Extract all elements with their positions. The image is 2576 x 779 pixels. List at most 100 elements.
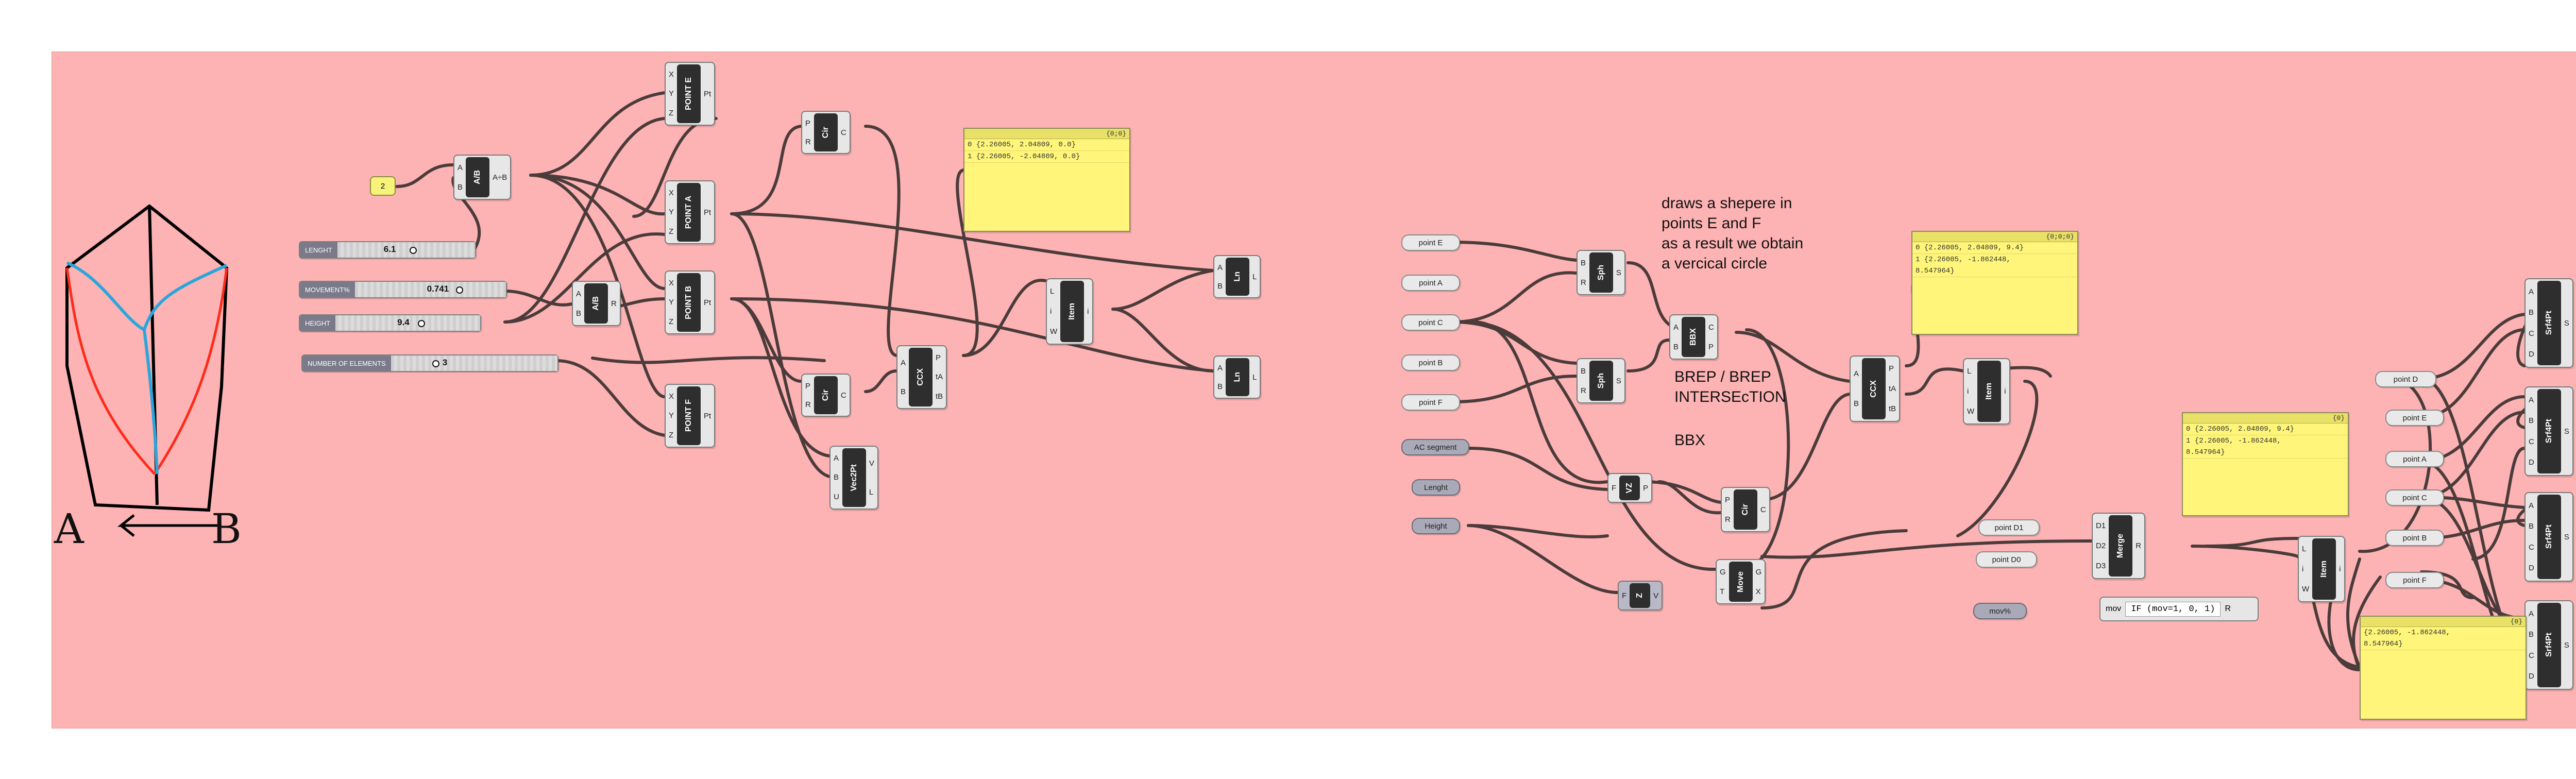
port-in[interactable]: F [1622,591,1627,600]
expression-formula[interactable]: IF (mov=1, 0, 1) [2125,601,2221,617]
port-in[interactable]: B [1217,382,1223,391]
port-in[interactable]: Z [669,430,674,439]
port-out[interactable]: C [1708,323,1714,332]
param-point-a[interactable]: point A [1401,275,1460,291]
port-in[interactable]: D [2529,672,2534,681]
port-in[interactable]: A [576,289,582,298]
port-out[interactable]: L [1252,372,1257,382]
param-point-f[interactable]: point F [1401,394,1460,411]
param-point-f[interactable]: point F [2385,572,2444,588]
port-in[interactable]: W [1050,327,1058,336]
port-out[interactable]: S [2564,427,2569,436]
port-in[interactable]: i [1050,307,1052,316]
port-in[interactable]: D2 [2096,541,2106,550]
port-in[interactable]: A [2529,395,2534,404]
expression-component[interactable]: mov IF (mov=1, 0, 1) R [2099,597,2259,621]
grasshopper-canvas[interactable] [52,52,2576,729]
port-in[interactable]: P [805,118,811,128]
slider-number-of-elements[interactable]: NUMBER OF ELEMENTS 3 [301,354,558,372]
param-point-c[interactable]: point C [2385,489,2444,506]
port-out[interactable]: V [1653,591,1659,600]
port-out[interactable]: S [2564,640,2569,650]
port-out[interactable]: Pt [704,298,711,307]
port-in[interactable]: B [457,182,463,192]
port-out[interactable]: i [2339,565,2341,573]
port-in[interactable]: B [1581,366,1586,376]
port-out[interactable]: V [869,459,874,468]
port-in[interactable]: Z [669,317,674,326]
port-in[interactable]: R [1581,386,1586,395]
port-out[interactable]: i [1087,307,1089,316]
port-in[interactable]: B [576,309,582,318]
port-in[interactable]: i [1967,387,1969,396]
port-out[interactable]: tA [936,372,943,382]
port-in[interactable]: A [1854,369,1859,378]
port-out[interactable]: L [869,487,874,497]
panel-right-3[interactable]: {0} {2.26005, -1.862448, 8.547964} [2360,616,2527,720]
port-out[interactable]: S [1616,376,1621,385]
port-in[interactable]: B [2529,522,2534,531]
port-out[interactable]: P [1889,364,1894,373]
port-in[interactable]: T [1720,587,1725,596]
port-out[interactable]: tB [1889,404,1896,413]
port-in[interactable]: X [669,189,674,198]
port-out[interactable]: S [1616,268,1621,277]
port-out[interactable]: X [1755,587,1761,596]
unit-z-vector-component[interactable]: F Z V [1618,581,1663,611]
port-in[interactable]: A [457,163,463,172]
port-in[interactable]: R [1581,278,1586,287]
slider-length[interactable]: LENGHT 6.1 [299,241,476,259]
param-ac-segment[interactable]: AC segment [1401,439,1469,455]
port-out[interactable]: R [611,299,617,308]
port-in[interactable]: G [1720,567,1726,577]
param-point-d0[interactable]: point D0 [1976,551,2037,568]
port-in[interactable]: X [669,279,674,288]
port-in[interactable]: Y [669,208,674,217]
slider-knob[interactable] [432,360,439,367]
port-out[interactable]: S [2564,318,2569,328]
port-out[interactable]: R [2136,541,2142,550]
port-in[interactable]: A [1673,323,1679,332]
param-point-d1[interactable]: point D1 [1978,519,2040,536]
port-in[interactable]: C [2529,329,2534,338]
port-in[interactable]: C [2529,437,2534,446]
port-in[interactable]: Y [669,89,674,98]
port-out[interactable]: P [1708,342,1714,351]
port-in[interactable]: Z [669,108,674,117]
port-in[interactable]: D [2529,458,2534,467]
port-in[interactable]: C [2529,651,2534,660]
param-point-e[interactable]: point E [2385,410,2444,426]
port-out[interactable]: C [1760,505,1766,514]
slider-knob[interactable] [418,320,426,327]
port-in[interactable]: B [1217,281,1223,291]
param-point-e[interactable]: point E [1401,234,1460,251]
param-point-b[interactable]: point B [2385,530,2444,546]
port-out[interactable]: G [1755,567,1762,577]
port-out[interactable]: P [936,353,941,363]
port-in[interactable]: mov [2106,604,2122,613]
port-in[interactable]: W [2302,585,2310,594]
port-in[interactable]: B [2529,630,2534,639]
port-in[interactable]: B [901,387,906,396]
panel-right-1[interactable]: {0;0;0} 0 {2.26005, 2.04809, 9.4} 1 {2.2… [1911,231,2078,335]
slider-height[interactable]: HEIGHT 9.4 [299,314,481,332]
port-in[interactable]: i [2302,565,2304,573]
port-in[interactable]: A [834,454,839,463]
